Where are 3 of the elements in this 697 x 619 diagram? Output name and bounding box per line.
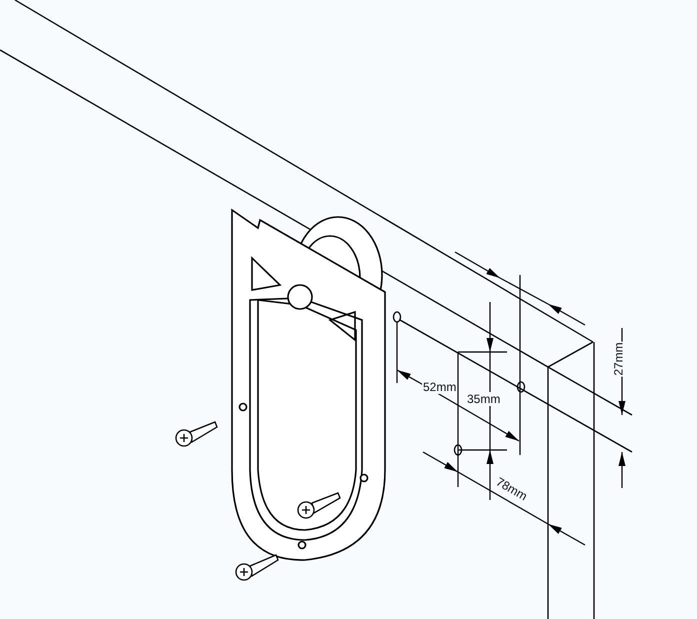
dimension-label: 35mm <box>466 392 502 406</box>
dimension-label: 27mm <box>612 341 626 377</box>
dimension-label: 52mm <box>422 380 458 394</box>
